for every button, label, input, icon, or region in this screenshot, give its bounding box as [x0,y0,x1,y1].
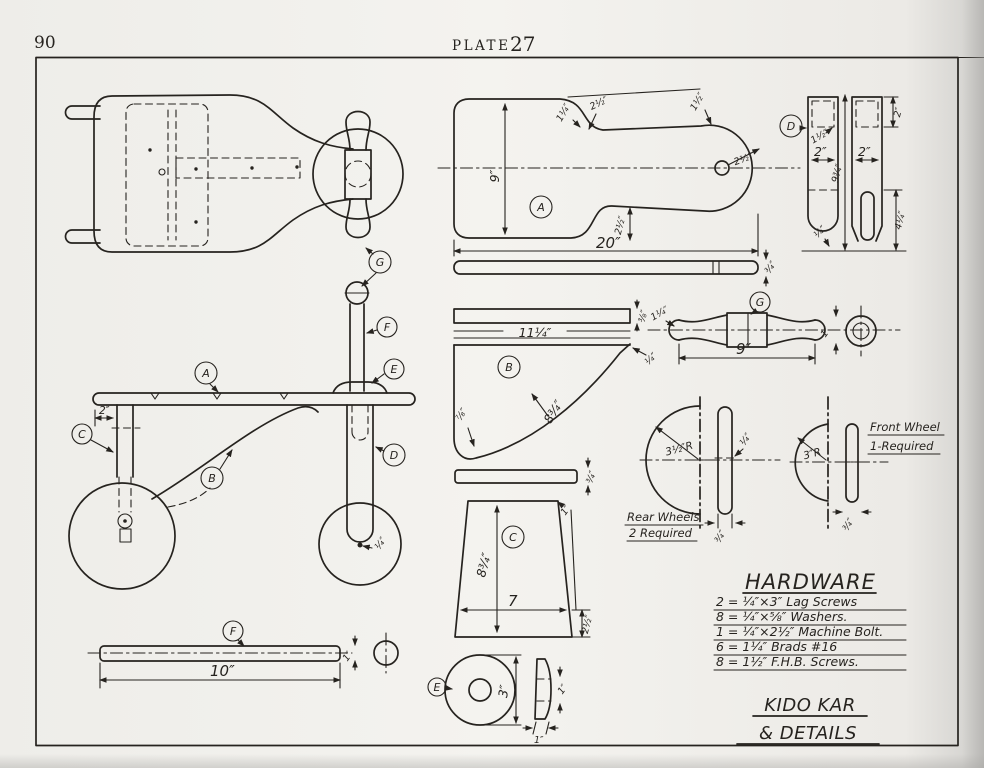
callout-d2: D [787,120,795,133]
dim-a-d5: 2½″ [613,214,629,235]
callout-g2: G [756,296,765,309]
dim-a-thickness: ¾″ [763,259,780,276]
dim-a-height: 9″ [487,169,502,182]
side-view-drawing: ¼″ 2″ A B C D E F G [68,247,416,590]
dim-d-height: 9¾″ [830,162,846,183]
dim-g-end: 1¼″ [649,304,671,323]
dim-rear-hub: ¼″ [738,431,755,448]
dim-d-w2: 2″ [858,144,871,159]
wheel-details-drawing: 3½″R ¼″ ¾″ Rear Wheels 2 Required 3″R ¾″… [624,396,945,545]
dim-rear-thickness: ¾″ [713,528,729,545]
hardware-item: 2 = ¼″×3″ Lag Screws [716,594,858,609]
part-g-drawing: G 9″ 1¼″ 1″ [647,291,901,365]
callout-a2: A [536,201,545,214]
dim-b-notch: ¼″ [643,351,660,368]
rear-wheels-note-1: Rear Wheels [627,510,700,524]
dim-e-hole: 1″ [556,682,571,697]
part-d-drawing: 2″ 2″ 2″ 1½″ 9¾″ 4¼″ ¼″ D [779,94,909,252]
callout-b2: B [505,361,513,374]
plate-title-line2: & DETAILS [759,723,857,744]
part-f-drawing: F 10″ 1″ [87,620,399,689]
dim-side-offset: 2″ [99,405,110,417]
hardware-item: 8 = ¼″×⅝″ Washers. [716,609,847,624]
callout-e: E [391,363,398,376]
dim-d-depth: 2″ [892,106,905,119]
dim-f-dia: 1″ [341,649,356,664]
plate-border [35,56,959,747]
hardware-item: 6 = 1¼″ Brads #16 [716,639,837,654]
callout-e2: E [434,681,441,694]
dim-a-d1: 1¼″ [554,101,573,123]
dim-b-edge: ⅞″ [454,406,470,423]
dim-c-strip: ¾″ [584,469,599,485]
hardware-item: 8 = 1½″ F.H.B. Screws. [716,654,859,669]
dim-b-width: 11¼″ [519,325,552,340]
dim-side-axle: ¼″ [373,535,390,552]
hardware-item: 1 = ¼″×2½″ Machine Bolt. [716,624,883,639]
dim-g-length: 9″ [736,340,752,358]
callout-f2: F [230,625,237,638]
dim-c-side: 2½″ [580,613,596,634]
front-wheel-note-1: Front Wheel [870,420,941,434]
dim-a-d2: 2½″ [588,95,610,113]
rear-wheels-note-2: 2 Required [629,526,693,540]
part-c-drawing: ¾″ C 8¾″ 1″ 7 2½″ [454,457,599,638]
hardware-title: HARDWARE [745,570,876,594]
dim-a-d3: 1½″ [688,90,707,112]
dim-a-length: 20″ [596,234,621,252]
dim-b-t: ⅜″ [637,308,651,324]
front-wheel-note-2: 1-Required [870,439,934,453]
dim-d-w1: 2″ [814,144,827,159]
dim-e-thick: 1″ [534,735,544,746]
page-number: 90 [34,33,56,53]
part-e-drawing: E 3″ 1″ 1″ [427,654,571,746]
dim-front-radius: 3″R [802,446,822,462]
dim-d-slot: 4¼″ [893,209,909,230]
part-b-drawing: 11¼″ B 8¾″ ⅞″ ⅜″ ¼″ [453,299,660,460]
title-block: KIDO KAR & DETAILS [736,695,880,745]
plate-title-line1: KIDO KAR [764,695,856,716]
top-view-drawing [64,94,404,253]
dim-f-length: 10″ [210,662,235,680]
callout-c: C [78,428,86,441]
callout-c2: C [509,531,517,544]
plate-number: 27 [510,32,535,56]
dim-front-thickness: ¾″ [841,516,857,533]
page-header: 90 PLATE 27 [34,32,984,59]
part-a-drawing: 9″ 1¼″ 2½″ 1½″ 2½″ 2½″ 20″ ¾″ A [437,88,801,287]
hardware-list: HARDWARE 2 = ¼″×3″ Lag Screws 8 = ¼″×⅝″ … [713,570,907,671]
dim-d-tip: ¼″ [812,224,829,241]
dim-e-dia: 3″ [495,683,512,698]
plate-word: PLATE [452,38,510,54]
callout-d: D [390,449,398,462]
dim-c-height: 8¾″ [473,551,494,579]
dim-rear-radius: 3½″R [664,440,694,459]
callout-b: B [208,472,216,485]
dim-c-width: 7 [508,592,518,610]
callout-g: G [376,256,385,269]
callout-f: F [384,321,391,334]
callout-a: A [201,367,210,380]
